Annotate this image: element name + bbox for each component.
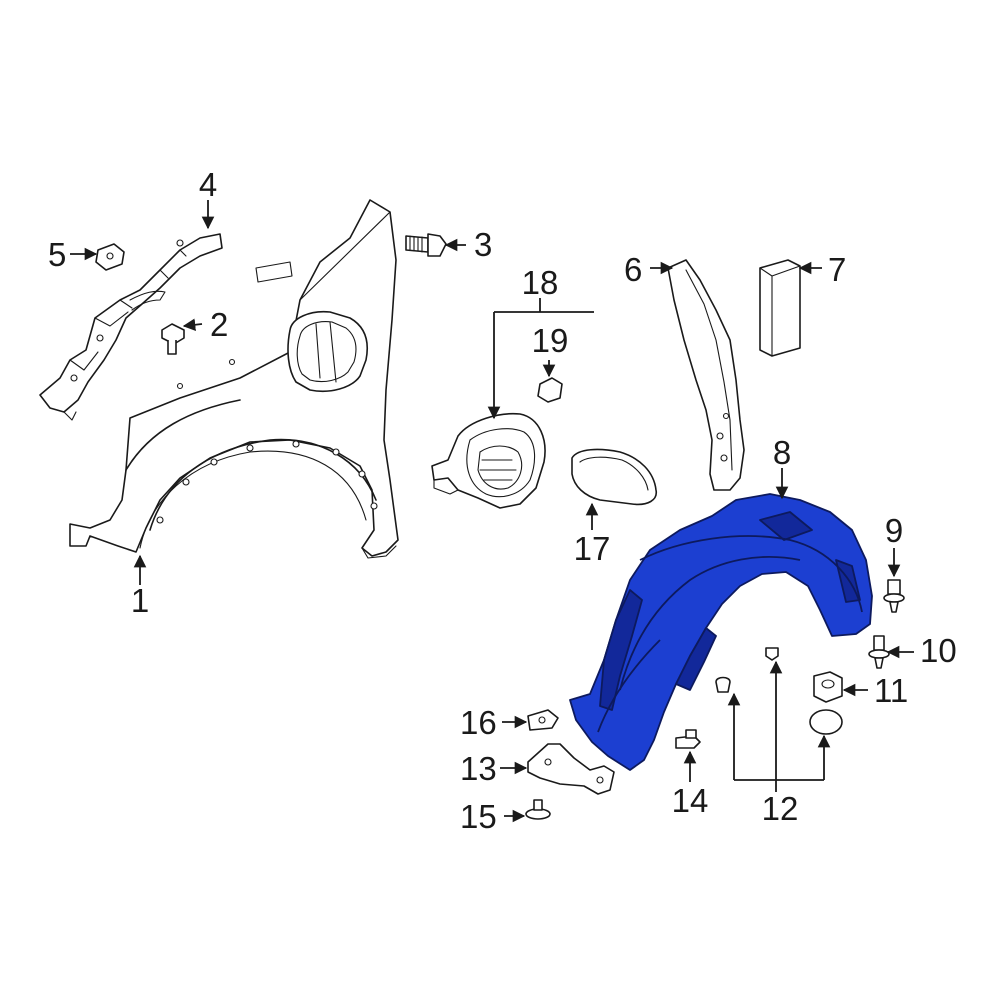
callout-17: 17 bbox=[574, 530, 611, 567]
callout-8: 8 bbox=[773, 434, 791, 471]
callout-14: 14 bbox=[672, 782, 709, 819]
fuel-door-part-17 bbox=[571, 448, 657, 506]
fender-part-1 bbox=[69, 199, 399, 559]
fender-liner-part-8 bbox=[569, 493, 873, 771]
bolt-part-2 bbox=[161, 323, 185, 355]
foam-block-part-7 bbox=[759, 259, 801, 357]
callout-13: 13 bbox=[460, 750, 497, 787]
callout-3: 3 bbox=[474, 226, 492, 263]
push-pin-part-9 bbox=[883, 579, 905, 613]
push-pin-part-10 bbox=[868, 635, 890, 669]
callout-1: 1 bbox=[131, 582, 149, 619]
bracket-part-13 bbox=[527, 743, 615, 795]
callout-10: 10 bbox=[920, 632, 957, 669]
bracket-clip-part-16 bbox=[527, 709, 559, 731]
clip-part-5 bbox=[95, 243, 125, 271]
callout-12: 12 bbox=[762, 790, 799, 827]
callout-7: 7 bbox=[828, 251, 846, 288]
bolt-part-3 bbox=[405, 233, 447, 257]
clip-part-19 bbox=[537, 377, 563, 403]
callout-labels: 1 2 3 4 5 6 7 8 9 10 11 12 13 14 15 16 1… bbox=[48, 166, 957, 835]
callout-16: 16 bbox=[460, 704, 497, 741]
callout-15: 15 bbox=[460, 798, 497, 835]
callout-18: 18 bbox=[522, 264, 559, 301]
liner-trim-part-6 bbox=[667, 259, 745, 491]
callout-5: 5 bbox=[48, 236, 66, 273]
callout-6: 6 bbox=[624, 251, 642, 288]
callout-4: 4 bbox=[199, 166, 217, 203]
callout-2: 2 bbox=[210, 306, 228, 343]
nut-clip-part-11 bbox=[813, 671, 843, 703]
callout-11: 11 bbox=[874, 672, 908, 709]
plugs-part-12 bbox=[715, 647, 843, 735]
screw-part-15 bbox=[525, 799, 551, 820]
callout-19: 19 bbox=[532, 322, 569, 359]
fuel-filler-housing-part-18 bbox=[431, 412, 546, 509]
rivet-part-14 bbox=[675, 729, 701, 749]
leader-lines bbox=[70, 200, 914, 823]
callout-9: 9 bbox=[885, 512, 903, 549]
fender-bracket-part bbox=[39, 233, 223, 421]
